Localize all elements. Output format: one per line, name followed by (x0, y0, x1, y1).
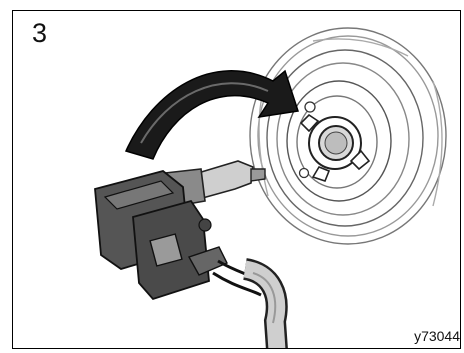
figure-frame: 3 y73044 (12, 10, 461, 349)
wire-harness-icon (213, 261, 277, 349)
illustration (13, 11, 461, 349)
step-number: 3 (32, 20, 47, 47)
bulb-socket-icon (300, 102, 370, 181)
figure-code: y73044 (414, 328, 460, 344)
curved-arrow-icon (126, 71, 298, 159)
